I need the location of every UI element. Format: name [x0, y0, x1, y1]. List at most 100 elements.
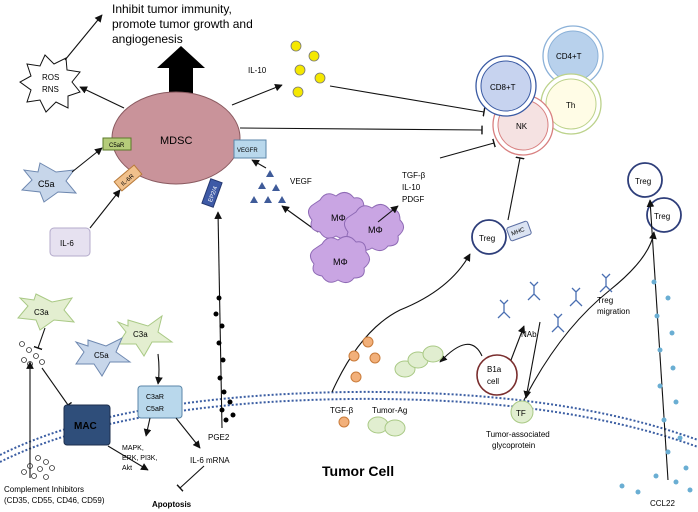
pge2-dots: [213, 295, 236, 423]
nab-antibodies: [497, 273, 613, 333]
inhibitor-circles-top: [19, 341, 45, 367]
tgfb-dots: [338, 336, 381, 428]
rns-label: RNS: [42, 85, 59, 94]
ep24-label: EP2/4: [208, 185, 219, 203]
c3ar-label: C3aR: [146, 394, 164, 401]
mac-complex: [63, 404, 111, 446]
vegfr-receptor: [233, 139, 267, 159]
arrow-mdsc-to-ros: [79, 86, 125, 109]
arrow-c3a-to-receptor: [155, 353, 163, 385]
mhc-label: MHC: [511, 227, 527, 238]
mac-label: MAC: [74, 421, 97, 432]
inhibit-treg-to-immune: [507, 156, 525, 221]
treg-mhc-label: Treg: [479, 234, 495, 243]
tf-glycoprotein: [510, 400, 534, 424]
arrow-b1a-to-tumorag: [439, 343, 483, 363]
inhibit-mdsc-to-immune: [239, 125, 483, 135]
treg-right-2: [646, 197, 682, 233]
macrophage-label-3: MΦ: [333, 257, 348, 267]
c3a-mid-star: [116, 314, 174, 357]
ros-burst: [19, 54, 81, 113]
inhibitor-circles-bottom: [21, 455, 55, 480]
arrow-c5a-to-c5ar: [71, 147, 103, 173]
ep24-receptor: EP2/4: [201, 178, 223, 208]
tf-caption-2: glycoprotein: [492, 441, 535, 450]
inhibitors-line2: (CD35, CD55, CD46, CD59): [4, 496, 105, 505]
cytokine-tgfb: TGF-β: [402, 171, 426, 180]
arrow-receptor-to-il6mrna: [175, 417, 201, 449]
mdsc-label: MDSC: [160, 135, 192, 147]
b1a-cell: [476, 354, 518, 396]
macrophage-label-2: MΦ: [368, 225, 383, 235]
treg-migration-line2: migration: [597, 307, 630, 316]
c5a-mid-label: C5a: [94, 351, 109, 360]
vegf-label: VEGF: [290, 177, 312, 186]
arrow-tf-to-treg: [523, 231, 657, 401]
vegfr-label: VEGFR: [237, 148, 258, 154]
treg-migration-line1: Treg: [597, 296, 613, 305]
tumor-cell-label: Tumor Cell: [322, 463, 394, 479]
ros-label: ROS: [42, 73, 59, 82]
b1a-label-1: B1a: [487, 365, 502, 374]
tumor-ag-label: Tumor-Ag: [372, 406, 407, 415]
tumor-ag-blobs: [367, 345, 444, 437]
il10-dots: [290, 40, 326, 98]
th-cell-inner: [545, 78, 597, 130]
arrow-mdsc-to-il10: [231, 83, 283, 106]
nab-label: NAb: [521, 330, 537, 339]
cytokine-il10: IL-10: [402, 183, 421, 192]
c5ar-label: C5aR: [109, 143, 125, 149]
tf-caption-1: Tumor-associated: [486, 430, 550, 439]
inhibit-mphi-to-immune: [439, 138, 496, 159]
il6-label: IL-6: [60, 239, 74, 248]
cytokine-pdgf: PDGF: [402, 195, 424, 204]
top-effect-line3: angiogenesis: [112, 32, 183, 46]
top-effect-line1: Inhibit tumor immunity,: [112, 2, 232, 16]
mapk-line3: Akt: [122, 465, 132, 472]
il6-mrna-label: IL-6 mRNA: [190, 456, 230, 465]
treg-right-label-2: Treg: [654, 212, 670, 221]
mhc-receptor: MHC: [506, 220, 532, 242]
macrophage-cluster: [308, 192, 404, 284]
macrophage-label-1: MΦ: [331, 213, 346, 223]
arrow-il6-to-il6r: [89, 189, 121, 229]
c5a-left-label: C5a: [38, 179, 55, 189]
arrow-mac-to-apoptosis: [107, 445, 149, 471]
treg-right-1: [627, 162, 663, 198]
inhibitors-line1: Complement Inhibitors: [4, 485, 84, 494]
nk-label: NK: [516, 122, 528, 131]
cd4-label: CD4+T: [556, 52, 582, 61]
c3ar-c5ar-box: [137, 385, 183, 419]
pge2-label: PGE2: [208, 433, 230, 442]
cd8-cell-inner: [480, 60, 532, 112]
treg-mhc-cell: [471, 219, 507, 255]
c3a-left-label: C3a: [34, 308, 49, 317]
top-effect-line2: promote tumor growth and: [112, 17, 253, 31]
b1a-label-2: cell: [487, 377, 499, 386]
tgfb-bottom-label: TGF-β: [330, 406, 354, 415]
th-label: Th: [566, 101, 575, 110]
c5ar-box-label: C5aR: [146, 406, 164, 413]
mapk-line1: MAPK,: [122, 445, 144, 452]
arrow-receptor-to-mapk: [143, 417, 152, 437]
c3a-left-star: [17, 293, 76, 331]
arrow-ccl22-to-treg: [646, 199, 669, 481]
arrow-ros-to-top: [64, 14, 103, 61]
il6-box: [49, 227, 91, 257]
c5a-mid-star: [74, 336, 132, 377]
inhibit-il6mrna-apoptosis: [176, 465, 205, 492]
arrow-nab-to-tf: [523, 321, 541, 399]
vegf-triangles: [250, 170, 286, 203]
c5ar-receptor: [102, 137, 132, 151]
arrow-vegf-to-vegfr: [251, 159, 267, 169]
inhibit-c3a-from-inhibitors: [33, 327, 46, 351]
tf-label: TF: [516, 409, 526, 418]
ccl22-dots: [619, 279, 693, 495]
big-up-arrow: [157, 46, 205, 98]
inhibit-il10-to-immune: [329, 85, 486, 117]
ccl22-label: CCL22: [650, 499, 675, 508]
mapk-line2: ERK, PI3K,: [122, 455, 157, 462]
apoptosis-label: Apoptosis: [152, 500, 192, 509]
arrow-pge2-to-ep24: [214, 211, 223, 429]
